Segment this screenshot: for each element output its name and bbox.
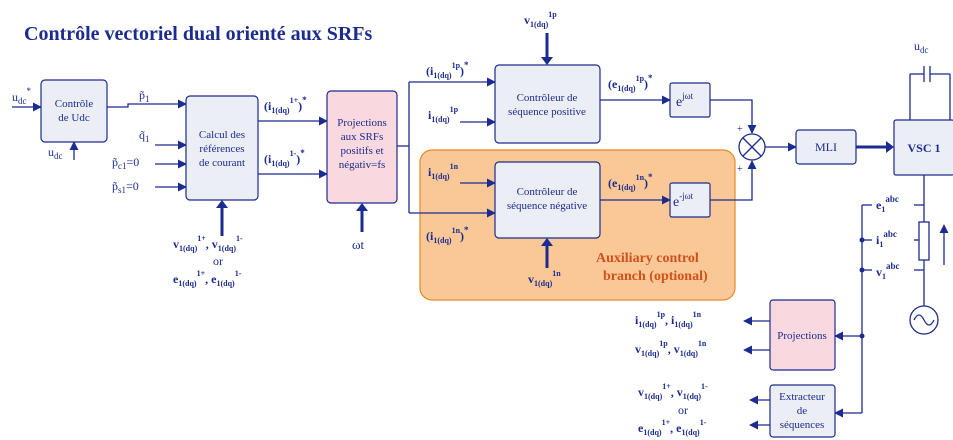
inductor-resistor xyxy=(918,221,930,261)
p1-arrow xyxy=(107,99,187,109)
wt-input-head xyxy=(356,203,368,211)
srf-proj-label-1: Projections xyxy=(337,117,387,129)
e-1n-ref-label: (e1(dq)1n)* xyxy=(608,172,653,192)
sum-input-top xyxy=(710,99,757,134)
current-ref-input-head xyxy=(216,200,228,208)
udc-control-label-2: de Udc xyxy=(58,112,90,124)
sequence-extractor-block xyxy=(769,384,836,438)
current-ref-label-2: références xyxy=(199,143,244,155)
current-ref-label-1: Calcul des xyxy=(199,129,245,141)
i-neg-ref-label: (i1(dq)1-)* xyxy=(264,148,305,168)
current-ref-label-3: de courant xyxy=(199,157,245,169)
positive-sequence-controller xyxy=(494,64,601,144)
i-1n-label: i1(dq)1n xyxy=(428,162,459,181)
udc-feedback-label: udc xyxy=(48,145,63,161)
udc-control-block xyxy=(40,79,108,143)
neg-ctrl-label-2: séquence négative xyxy=(507,200,587,212)
ac-sine-icon xyxy=(913,314,935,326)
summing-cross-2 xyxy=(742,137,762,157)
extract-out-e-label: e1(dq)1+,e1(dq)1- xyxy=(638,418,707,437)
e1-abc-label: e1abc xyxy=(876,194,899,214)
srf-proj-label-3: positifs et xyxy=(340,145,383,157)
v1-abc-label: v1abc xyxy=(876,261,900,281)
pos-ctrl-label-1: Contrôleur de xyxy=(517,92,578,104)
e-pos-neg-label: e1(dq)1+,e1(dq)1- xyxy=(173,269,242,288)
v-1n-label: v1(dq)1n xyxy=(528,269,561,288)
udc-ref-label: udc* xyxy=(12,86,32,106)
mli-to-vsc-head xyxy=(886,141,894,153)
e-neg-jwt-label: e-jωt xyxy=(673,191,694,210)
v-1p-top-label: v1(dq)1p xyxy=(524,10,557,29)
diagram-title: Contrôle vectoriel dual orienté aux SRFs xyxy=(24,23,372,45)
ps1-label: p̃s1=0 xyxy=(112,179,139,195)
neg-ctrl-label-1: Contrôleur de xyxy=(517,186,578,198)
proj-out-v-label: v1(dq)1p,v1(dq)1n xyxy=(635,339,707,358)
wt-label: ωt xyxy=(352,237,365,252)
i-1p-ref-label: (i1(dq)1p)* xyxy=(426,60,469,80)
i-1n-ref-label: (i1(dq)1n)* xyxy=(426,225,469,245)
extracteur-label-1: Extracteur xyxy=(779,391,825,403)
proj-out-i-label: i1(dq)1p,i1(dq)1n xyxy=(635,310,702,329)
extract-out-v-label: v1(dq)1+,v1(dq)1- xyxy=(638,382,708,401)
mli-label: MLI xyxy=(815,140,837,154)
or-label-right: or xyxy=(678,403,688,417)
v-pos-neg-label: v1(dq)1+,v1(dq)1- xyxy=(173,234,243,253)
sum-input-bottom xyxy=(710,160,757,201)
extracteur-label-2: de xyxy=(797,405,808,417)
extracteur-label-3: séquences xyxy=(780,419,825,431)
q1-label: q̃1 xyxy=(139,128,150,144)
srf-proj-label-4: négativ=fs xyxy=(339,159,386,171)
plus-top: + xyxy=(737,124,743,135)
p1-label: p̃1 xyxy=(139,88,150,104)
projections-block xyxy=(769,299,836,371)
e-1p-ref-label: (e1(dq)1p)* xyxy=(608,73,653,93)
pc1-label: p̃c1=0 xyxy=(112,155,139,171)
v-1p-top-head xyxy=(541,57,553,65)
udc-control-label-1: Contrôle xyxy=(55,98,94,110)
bus-node-2 xyxy=(859,267,865,273)
aux-branch-label-2: branch (optional) xyxy=(603,269,708,284)
i-pos-ref-label: (i1(dq)1+)* xyxy=(264,95,307,115)
projections-label: Projections xyxy=(777,330,827,342)
pos-ctrl-label-2: séquence positive xyxy=(508,106,586,118)
srf-proj-label-2: aux SRFs xyxy=(341,131,384,143)
ejwt-label: ejωt xyxy=(676,91,694,110)
or-label-left: or xyxy=(213,254,223,268)
v-1n-head xyxy=(541,238,553,246)
i1-abc-label: i1abc xyxy=(876,229,897,249)
udc-cap-label: udc xyxy=(914,39,929,55)
aux-branch-label-1: Auxiliary control xyxy=(596,251,699,266)
vsc-label: VSC 1 xyxy=(907,141,940,155)
i-1p-label: i1(dq)1p xyxy=(428,105,459,124)
plus-bottom: + xyxy=(737,164,743,175)
bus-node-1 xyxy=(859,237,865,243)
